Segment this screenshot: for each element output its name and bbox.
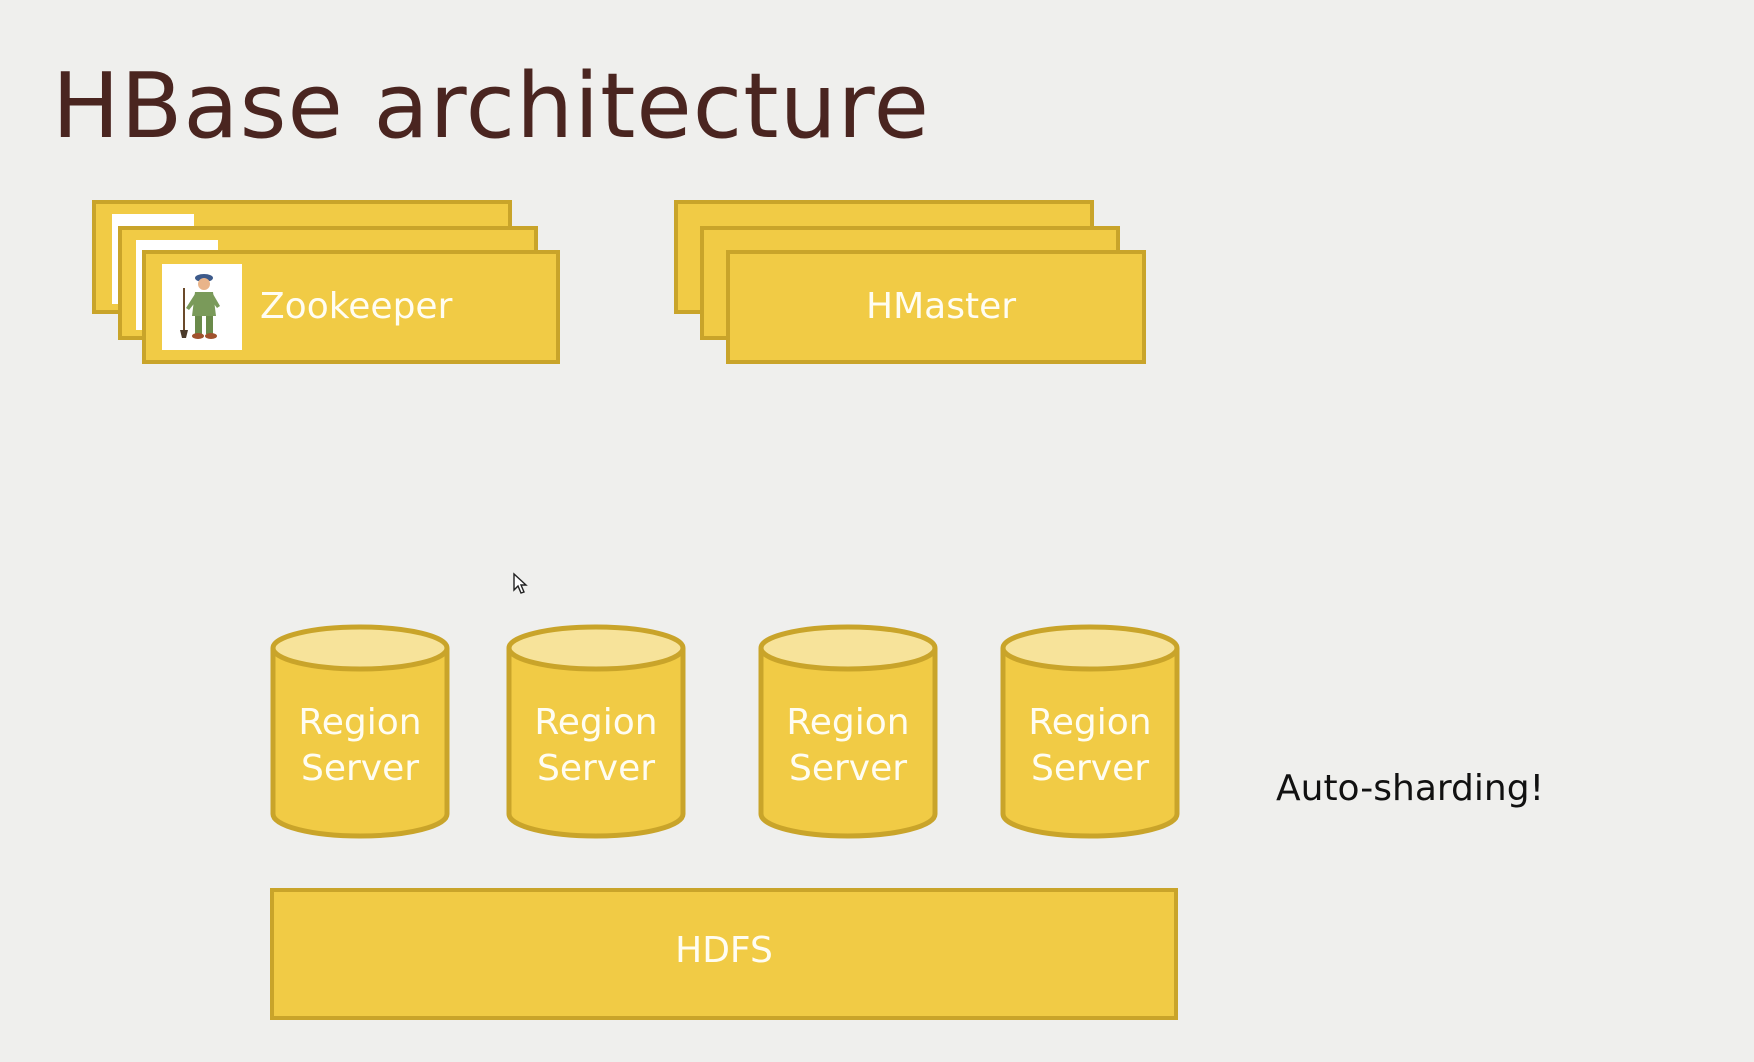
region-server-4-line1: Region — [1028, 702, 1152, 743]
auto-sharding-note: Auto-sharding! — [1276, 768, 1544, 809]
region-server-2-line2: Server — [536, 748, 656, 789]
database-cylinder-icon — [270, 624, 450, 839]
region-server-2: Region Server — [506, 624, 686, 840]
database-cylinder-icon — [506, 624, 686, 839]
zookeeper-label: Zookeeper — [260, 286, 453, 327]
hmaster-box-front — [726, 250, 1146, 364]
hdfs-label: HDFS — [675, 930, 773, 971]
zookeeper-figure-icon — [180, 274, 220, 339]
hdfs-box — [270, 888, 1178, 1020]
region-server-1: Region Server — [270, 624, 450, 840]
region-server-3-line1: Region — [786, 702, 910, 743]
region-server-1-line1: Region — [298, 702, 422, 743]
region-server-2-line1: Region — [534, 702, 658, 743]
zookeeper-picture — [162, 264, 242, 350]
region-server-4-line2: Server — [1030, 748, 1150, 789]
region-server-3: Region Server — [758, 624, 938, 840]
mouse-cursor-icon — [513, 572, 528, 594]
database-cylinder-icon — [1000, 624, 1180, 839]
hmaster-label: HMaster — [866, 286, 1017, 327]
region-server-4: Region Server — [1000, 624, 1180, 840]
region-server-3-line2: Server — [788, 748, 908, 789]
region-server-1-line2: Server — [300, 748, 420, 789]
database-cylinder-icon — [758, 624, 938, 839]
slide-title: HBase architecture — [52, 54, 931, 159]
